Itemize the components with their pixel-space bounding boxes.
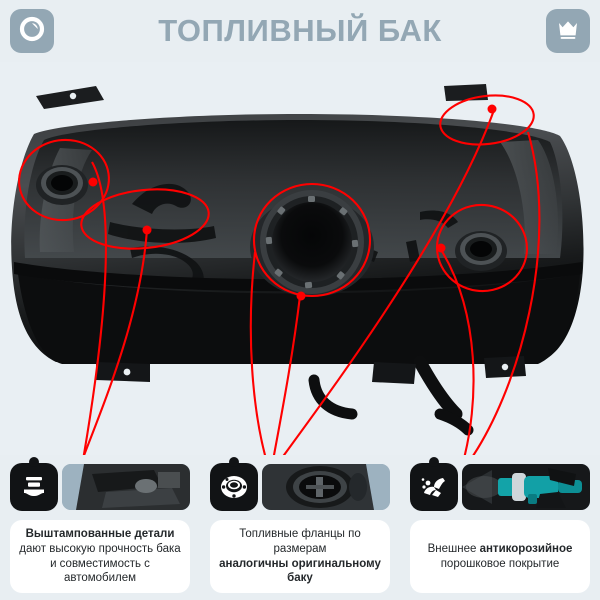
feature-3-media [410, 457, 590, 512]
feature-3-caption: Внешнее антикорозийное порошковое покрыт… [428, 542, 573, 572]
feature-2-photo [262, 464, 390, 510]
annotation-dots [88, 104, 497, 301]
fuel-cap-icon [17, 14, 47, 49]
feature-1-caption-bold: Выштампованные детали [25, 527, 175, 540]
features-row: Выштампованные детали дают высокую прочн… [0, 455, 600, 600]
leader-line-coating-1 [439, 247, 475, 455]
spray-gun-icon [410, 457, 458, 511]
feature-2-caption-card: Топливные фланцы по размерам аналогичны … [210, 520, 390, 593]
feature-1-media [10, 457, 190, 512]
fuel-tank-illustration [11, 84, 584, 455]
left-sender-port [36, 165, 88, 205]
annotation-circle-top-right [439, 94, 535, 146]
crown-icon [554, 15, 582, 48]
feature-2-caption-rest: Топливные фланцы по размерам [239, 527, 361, 555]
feature-card-fuel-flanges[interactable]: Топливные фланцы по размерам аналогичны … [200, 455, 400, 600]
feature-3-caption-prefix: Внешнее [427, 542, 480, 555]
leader-line-stamping-1 [83, 229, 149, 455]
feature-3-caption-bold: антикорозийное [479, 542, 573, 555]
annotation-circle-stamping [80, 188, 210, 250]
tank-seam [14, 262, 582, 292]
feature-2-caption: Топливные фланцы по размерам аналогичны … [216, 527, 384, 587]
feature-2-caption-bold: аналогичны оригинальному баку [219, 557, 381, 585]
leader-line-flange-3 [282, 109, 495, 455]
feature-card-stamped-parts[interactable]: Выштампованные детали дают высокую прочн… [0, 455, 200, 600]
feature-1-caption: Выштампованные детали дают высокую прочн… [16, 527, 184, 587]
feature-1-photo [62, 464, 190, 510]
tank-upper-panel [24, 120, 563, 258]
leader-line-stamping-2 [82, 161, 107, 455]
feature-2-media [210, 457, 390, 512]
feature-1-caption-card: Выштампованные детали дают высокую прочн… [10, 520, 190, 593]
fuel-pump-flange [250, 190, 374, 297]
tank-gloss-right [500, 140, 558, 254]
stamped-parts-icon [10, 457, 58, 511]
annotation-circle-left-port [18, 138, 110, 222]
feature-1-caption-rest: дают высокую прочность бака и совместимо… [19, 542, 181, 585]
tank-hoses [308, 355, 474, 436]
leader-line-flange-2 [249, 251, 267, 455]
annotation-overlay [18, 94, 541, 455]
tank-lower-belly [18, 274, 580, 364]
page-header: Топливный бак [0, 0, 600, 62]
feature-card-anticorrosion[interactable]: Внешнее антикорозийное порошковое покрыт… [400, 455, 600, 600]
feature-3-caption-card: Внешнее антикорозийное порошковое покрыт… [410, 520, 590, 593]
tank-mount-brackets [36, 84, 488, 109]
feature-3-caption-rest: порошковое покрытие [440, 557, 560, 570]
feature-3-photo [462, 464, 590, 510]
annotation-circle-flange [252, 182, 372, 298]
crown-badge [546, 9, 590, 53]
annotation-circle-right-port [435, 203, 529, 293]
product-image-area [0, 62, 600, 455]
right-sender-port [455, 231, 507, 271]
fuel-flange-icon [210, 457, 258, 511]
leader-line-coating-2 [472, 131, 541, 455]
page-title: Топливный бак [158, 12, 442, 48]
leader-line-flange-1 [272, 295, 302, 455]
fuel-cap-badge [10, 9, 54, 53]
